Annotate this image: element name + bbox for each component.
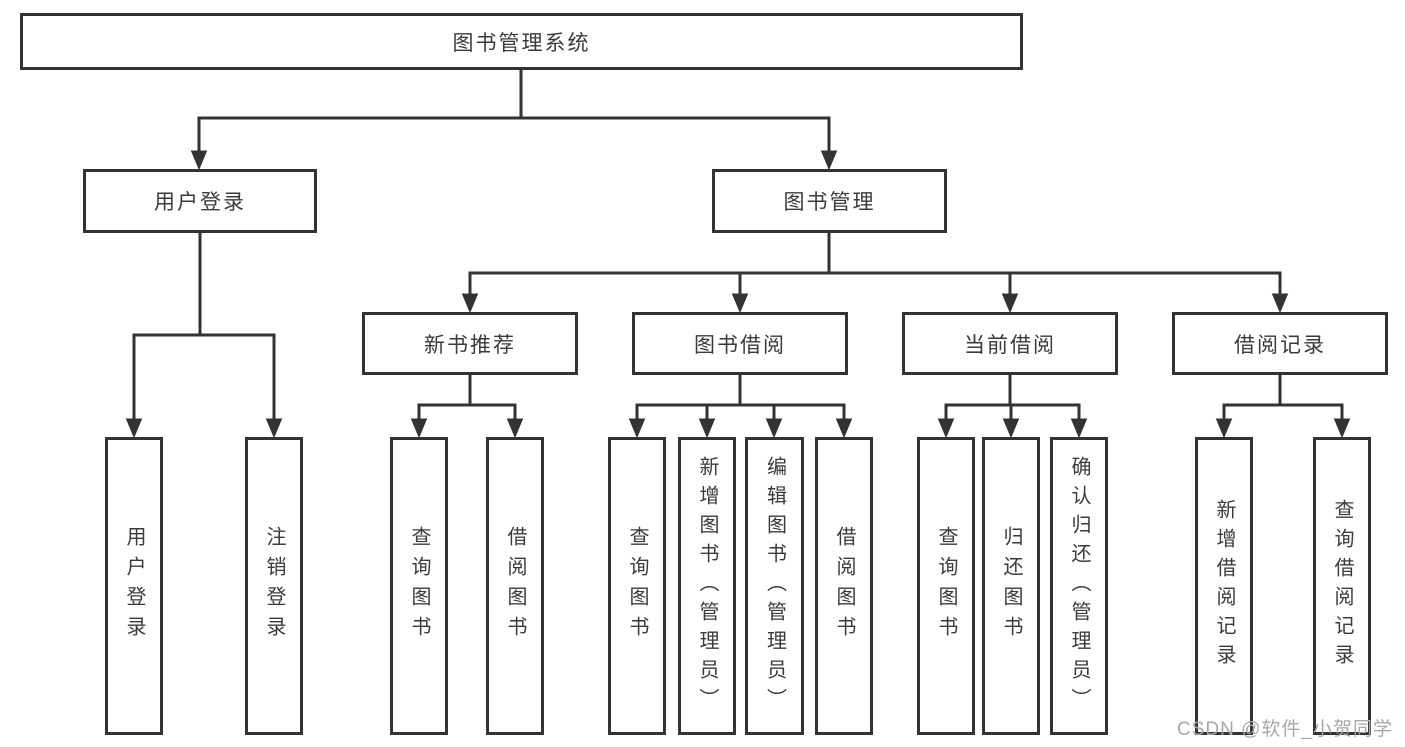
leaf-return-books: 归还图书 bbox=[982, 437, 1040, 735]
leaf-borrow-books-recommend: 借阅图书 bbox=[486, 437, 544, 735]
leaf-query-books-current: 查询图书 bbox=[917, 437, 975, 735]
node-user-login: 用户登录 bbox=[83, 169, 317, 233]
leaf-label: 借阅图书 bbox=[833, 526, 855, 646]
leaf-label: 借阅图书 bbox=[504, 526, 526, 646]
leaf-label: 查询图书 bbox=[408, 526, 430, 646]
leaf-user-login: 用户登录 bbox=[105, 437, 163, 735]
node-new-book-recommend: 新书推荐 bbox=[362, 312, 578, 375]
leaf-query-books-recommend: 查询图书 bbox=[390, 437, 448, 735]
leaf-label: 确认归还（管理员） bbox=[1068, 455, 1090, 717]
node-book-borrow: 图书借阅 bbox=[632, 312, 848, 375]
node-borrow-records: 借阅记录 bbox=[1172, 312, 1388, 375]
csdn-watermark: CSDN @软件_小贺同学 bbox=[1177, 719, 1393, 740]
node-label: 借阅记录 bbox=[1234, 333, 1326, 357]
leaf-label: 查询借阅记录 bbox=[1331, 499, 1353, 673]
leaf-add-borrow-record: 新增借阅记录 bbox=[1195, 437, 1253, 735]
leaf-edit-book-admin: 编辑图书（管理员） bbox=[745, 437, 804, 735]
leaf-label: 查询图书 bbox=[626, 526, 648, 646]
leaf-add-book-admin: 新增图书（管理员） bbox=[678, 437, 736, 735]
leaf-label: 新增借阅记录 bbox=[1213, 499, 1235, 673]
leaf-borrow-books-2: 借阅图书 bbox=[815, 437, 873, 735]
leaf-label: 用户登录 bbox=[123, 526, 145, 646]
leaf-label: 查询图书 bbox=[935, 526, 957, 646]
leaf-query-books-borrow: 查询图书 bbox=[608, 437, 666, 735]
node-book-management: 图书管理 bbox=[712, 169, 947, 233]
node-label: 新书推荐 bbox=[424, 333, 516, 357]
leaf-label: 归还图书 bbox=[1000, 526, 1022, 646]
leaf-logout: 注销登录 bbox=[245, 437, 303, 735]
node-label: 图书借阅 bbox=[694, 333, 786, 357]
leaf-confirm-return-admin: 确认归还（管理员） bbox=[1050, 437, 1108, 735]
leaf-label: 编辑图书（管理员） bbox=[763, 455, 786, 717]
leaf-label: 注销登录 bbox=[263, 526, 285, 646]
node-label: 图书管理系统 bbox=[452, 31, 591, 55]
leaf-query-borrow-record: 查询借阅记录 bbox=[1313, 437, 1371, 735]
node-label: 当前借阅 bbox=[964, 333, 1056, 357]
node-library-system: 图书管理系统 bbox=[20, 13, 1023, 70]
node-current-borrow: 当前借阅 bbox=[902, 312, 1118, 375]
node-label: 图书管理 bbox=[783, 191, 876, 214]
leaf-label: 新增图书（管理员） bbox=[696, 455, 718, 717]
node-label: 用户登录 bbox=[154, 191, 246, 214]
